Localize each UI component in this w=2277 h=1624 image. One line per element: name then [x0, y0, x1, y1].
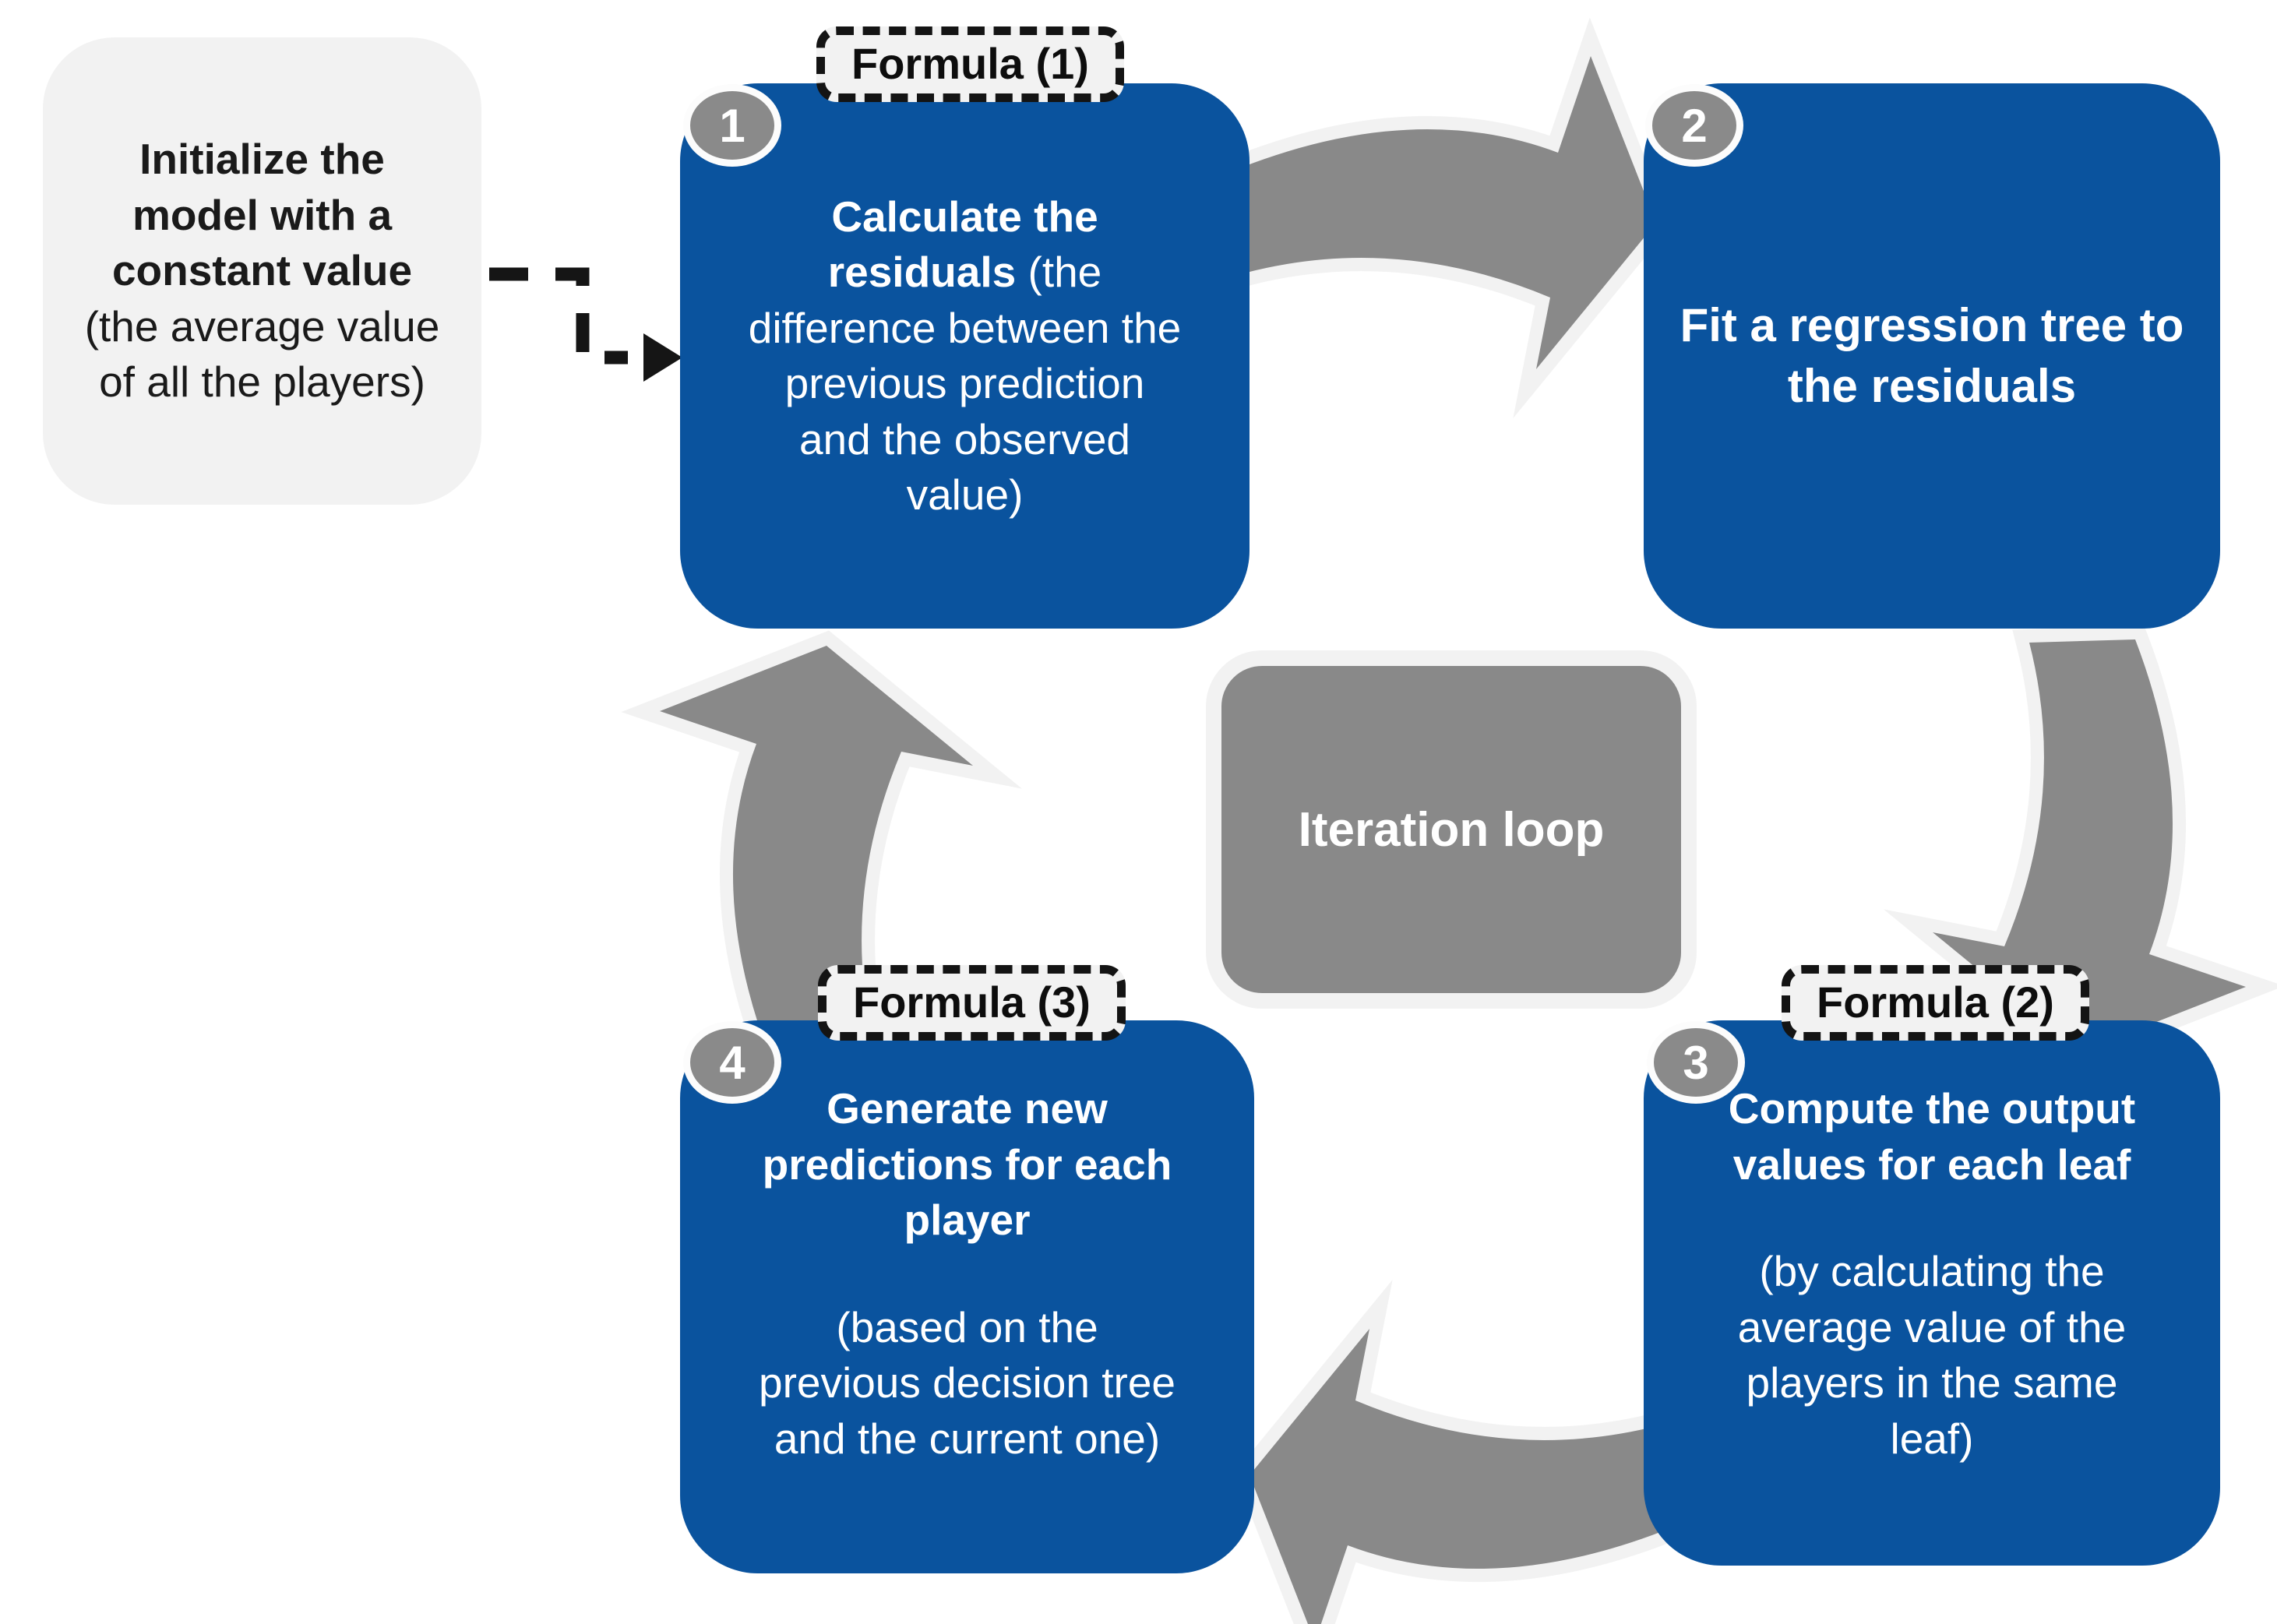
step-box-1: Calculate the residuals (the difference …: [680, 83, 1250, 629]
step-box-3: Compute the output values for each leaf …: [1644, 1020, 2220, 1566]
step-4-text: Generate new predictions for each player…: [680, 1020, 1254, 1467]
init-box: Initialize the model with a constant val…: [43, 37, 481, 505]
step-1-sub-text: (the difference between the previous pre…: [748, 248, 1182, 519]
curved-arrow-step3-to-step4-icon: [1250, 1329, 1662, 1624]
step-box-4: Generate new predictions for each player…: [680, 1020, 1254, 1573]
step-3-text: Compute the output values for each leaf …: [1644, 1020, 2220, 1467]
step-1-text: Calculate the residuals (the difference …: [680, 189, 1250, 523]
step-3-sub-text: (by calculating the average value of the…: [1737, 1247, 2127, 1463]
step-number-4: 4: [719, 1036, 745, 1089]
step-number-badge-2: 2: [1645, 84, 1743, 167]
step-number-3: 3: [1683, 1036, 1709, 1089]
curved-arrow-step1-to-step2-icon: [1243, 56, 1656, 369]
step-3-bold-text: Compute the output values for each leaf: [1728, 1084, 2136, 1189]
step-2-text: Fit a regression tree to the residuals: [1644, 295, 2220, 417]
step-number-badge-3: 3: [1647, 1021, 1745, 1104]
iteration-loop-label: Iteration loop: [1298, 802, 1605, 857]
step-box-2: Fit a regression tree to the residuals: [1644, 83, 2220, 629]
step-1-bold-text: Calculate the residuals: [827, 192, 1098, 297]
formula-1-label: Formula (1): [816, 26, 1124, 102]
iteration-loop-box: Iteration loop: [1206, 650, 1697, 1009]
step-number-1: 1: [719, 99, 745, 152]
step-4-bold-text: Generate new predictions for each player: [762, 1084, 1172, 1244]
step-number-2: 2: [1681, 99, 1708, 152]
init-box-bold-text: Initialize the model with a constant val…: [111, 135, 413, 295]
dashed-elbow-arrow-icon: [489, 267, 682, 382]
formula-2-label: Formula (2): [1782, 965, 2089, 1041]
formula-3-label: Formula (3): [818, 965, 1126, 1041]
step-4-sub-text: (based on the previous decision tree and…: [758, 1302, 1176, 1463]
step-number-badge-1: 1: [683, 84, 781, 167]
init-box-text: Initialize the model with a constant val…: [43, 132, 481, 410]
step-2-bold-text: Fit a regression tree to the residuals: [1680, 299, 2184, 412]
init-box-sub-text: (the average value of all the players): [84, 301, 440, 407]
step-number-badge-4: 4: [683, 1021, 781, 1104]
